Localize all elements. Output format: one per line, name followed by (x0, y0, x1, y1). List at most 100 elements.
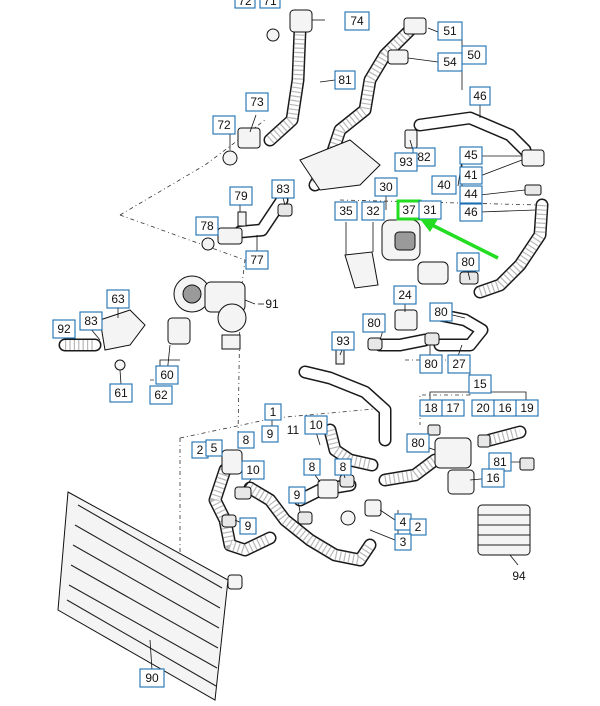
callout-9c: 9 (239, 517, 257, 535)
callout-text: 83 (276, 182, 290, 196)
callout-text: 72 (238, 0, 252, 8)
callout-text: 93 (336, 334, 350, 348)
callout-text: 5 (211, 441, 218, 455)
callout-text: 24 (398, 288, 412, 302)
callout-text: 37 (402, 203, 416, 217)
callout-text: 41 (464, 168, 478, 182)
label-11: 11 (287, 423, 300, 437)
callout-text: 44 (464, 187, 478, 201)
callout-text: 17 (446, 401, 460, 415)
callout-41: 41 (459, 166, 483, 185)
callout-71: 71 (259, 0, 281, 9)
hoses (58, 23, 549, 567)
callout-27: 27 (447, 354, 471, 374)
callout-5: 5 (205, 439, 223, 457)
callout-50: 50 (461, 45, 487, 65)
callout-text: 80 (424, 357, 438, 371)
callout-77: 77 (245, 250, 269, 270)
callout-46b: 46 (459, 203, 483, 222)
callout-8b: 8 (303, 458, 321, 476)
callout-51: 51 (437, 21, 463, 41)
callout-text: 9 (294, 488, 301, 502)
callout-text: 93 (399, 155, 413, 169)
callout-30: 30 (374, 177, 398, 197)
callout-text: 72 (217, 118, 231, 132)
plain-labels: 91 11 94 (258, 297, 526, 583)
callout-text: 74 (350, 14, 364, 28)
callout-9b: 9 (288, 486, 306, 504)
callout-80d: 80 (419, 354, 443, 374)
callout-78: 78 (195, 216, 219, 236)
label-91: 91 (265, 297, 279, 311)
callout-text: 51 (443, 24, 457, 38)
callout-73: 73 (245, 92, 269, 112)
callout-text: 3 (400, 535, 407, 549)
callout-text: 46 (464, 205, 478, 219)
callout-text: 81 (493, 455, 507, 469)
callout-62: 62 (149, 385, 173, 405)
callout-text: 8 (340, 460, 347, 474)
callout-text: 54 (443, 55, 457, 69)
callout-9: 9 (261, 425, 279, 443)
callout-90: 90 (139, 668, 165, 688)
callout-63: 63 (106, 289, 130, 309)
callout-text: 90 (145, 671, 159, 685)
callout-text: 35 (339, 204, 353, 218)
callout-text: 2 (415, 520, 422, 534)
callout-24: 24 (393, 285, 417, 305)
callout-text: 73 (250, 95, 264, 109)
highlight-arrow (420, 219, 499, 260)
callout-19: 19 (515, 399, 539, 417)
callout-40: 40 (431, 175, 457, 195)
callout-text: 60 (160, 368, 174, 382)
callout-text: 80 (411, 436, 425, 450)
callout-8c: 8 (334, 458, 352, 476)
callout-text: 78 (200, 219, 214, 233)
callout-31: 31 (418, 200, 442, 220)
callout-54: 54 (437, 52, 463, 72)
callout-text: 80 (434, 305, 448, 319)
callout-text: 80 (461, 255, 475, 269)
callout-text: 77 (250, 253, 264, 267)
callout-83: 83 (271, 179, 295, 199)
callout-text: 71 (263, 0, 277, 8)
callout-text: 15 (473, 377, 487, 391)
callout-text: 50 (467, 48, 481, 62)
callout-3: 3 (394, 533, 412, 551)
callout-labels: 72 71 74 51 50 54 81 46 73 72 82 93 45 4… (52, 0, 539, 688)
callout-92: 92 (52, 319, 76, 339)
callout-17: 17 (441, 399, 465, 417)
callout-text: 8 (243, 433, 250, 447)
callout-80e: 80 (406, 433, 430, 453)
callout-text: 27 (452, 357, 466, 371)
callout-80a: 80 (456, 252, 480, 272)
callout-74: 74 (344, 11, 370, 31)
callout-text: 1 (270, 405, 277, 419)
callout-text: 82 (417, 150, 431, 164)
callout-18: 18 (419, 399, 443, 417)
callout-44: 44 (459, 185, 483, 204)
callout-text: 2 (197, 443, 204, 457)
callout-37-highlighted: 37 (396, 199, 422, 221)
callout-text: 20 (476, 401, 490, 415)
callout-text: 45 (464, 148, 478, 162)
callout-text: 92 (57, 322, 71, 336)
callout-10: 10 (304, 415, 328, 435)
callout-15: 15 (468, 374, 492, 394)
callout-text: 18 (424, 401, 438, 415)
callout-81: 81 (334, 70, 356, 90)
callout-16b: 16 (481, 468, 505, 488)
callout-93b: 93 (331, 331, 355, 351)
callout-text: 9 (245, 519, 252, 533)
callout-4: 4 (394, 513, 412, 531)
callout-45: 45 (459, 146, 483, 165)
callout-2b: 2 (409, 518, 427, 536)
callout-35: 35 (334, 201, 358, 221)
callout-text: 31 (423, 203, 437, 217)
callout-text: 16 (486, 471, 500, 485)
callout-text: 63 (111, 292, 125, 306)
callout-text: 81 (338, 73, 352, 87)
callout-text: 30 (379, 180, 393, 194)
callout-72: 72 (234, 0, 256, 9)
callout-80c: 80 (362, 313, 386, 333)
